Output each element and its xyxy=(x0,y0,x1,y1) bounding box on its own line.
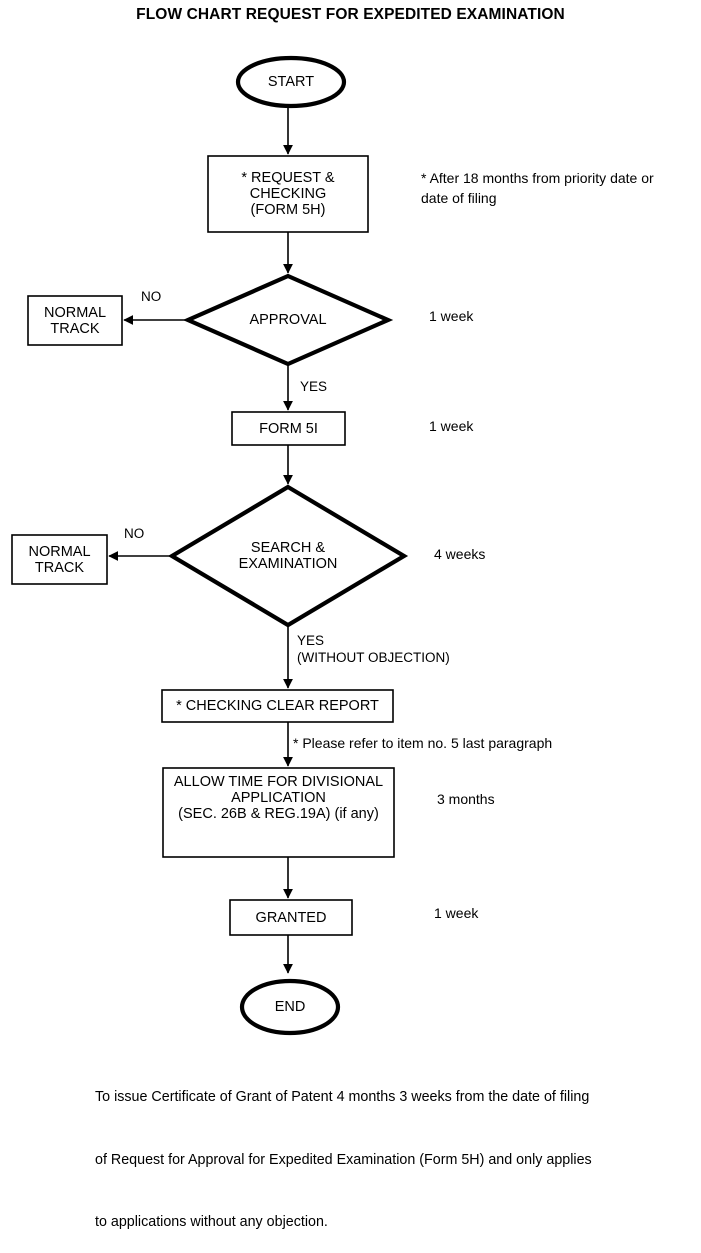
node-start-shape[interactable] xyxy=(235,55,347,109)
node-approval-shape[interactable] xyxy=(182,273,394,367)
annotation-footnote-1-line-2: date of filing xyxy=(421,190,497,206)
node-granted-shape[interactable] xyxy=(229,899,353,936)
footer-line-3: to applications without any objection. xyxy=(95,1213,328,1230)
footer-note: To issue Certificate of Grant of Patent … xyxy=(95,1046,640,1253)
footer-line-2: of Request for Approval for Expedited Ex… xyxy=(95,1151,592,1168)
duration-search-examination: 4 weeks xyxy=(434,546,486,562)
node-allow-time-shape[interactable] xyxy=(162,767,395,858)
annotation-footnote-2: * Please refer to item no. 5 last paragr… xyxy=(293,735,553,751)
duration-allow-time: 3 months xyxy=(437,791,495,807)
node-end-shape[interactable] xyxy=(239,978,341,1036)
annotation-footnote-1-line-1: * After 18 months from priority date or xyxy=(421,170,654,186)
node-request-checking-shape[interactable] xyxy=(207,155,369,233)
node-normal-track-2-shape[interactable] xyxy=(11,534,108,585)
flowchart-canvas xyxy=(11,55,409,1036)
edge-label-approval-yes: YES xyxy=(300,379,328,394)
edge-label-search-yes-line-1: YES xyxy=(297,633,325,648)
node-search-examination-shape[interactable] xyxy=(167,484,409,628)
edge-label-search-no: NO xyxy=(124,526,145,541)
edge-label-search-yes-line-2: (WITHOUT OBJECTION) xyxy=(297,650,450,665)
duration-form-5i: 1 week xyxy=(429,418,474,434)
duration-granted: 1 week xyxy=(434,905,479,921)
node-checking-clear-report-shape[interactable] xyxy=(161,689,394,723)
footer-line-1: To issue Certificate of Grant of Patent … xyxy=(95,1089,590,1106)
page-title: FLOW CHART REQUEST FOR EXPEDITED EXAMINA… xyxy=(136,6,565,23)
node-form-5i-shape[interactable] xyxy=(231,411,346,446)
duration-approval: 1 week xyxy=(429,308,474,324)
edge-label-approval-no: NO xyxy=(141,289,162,304)
node-normal-track-1-shape[interactable] xyxy=(27,295,123,346)
